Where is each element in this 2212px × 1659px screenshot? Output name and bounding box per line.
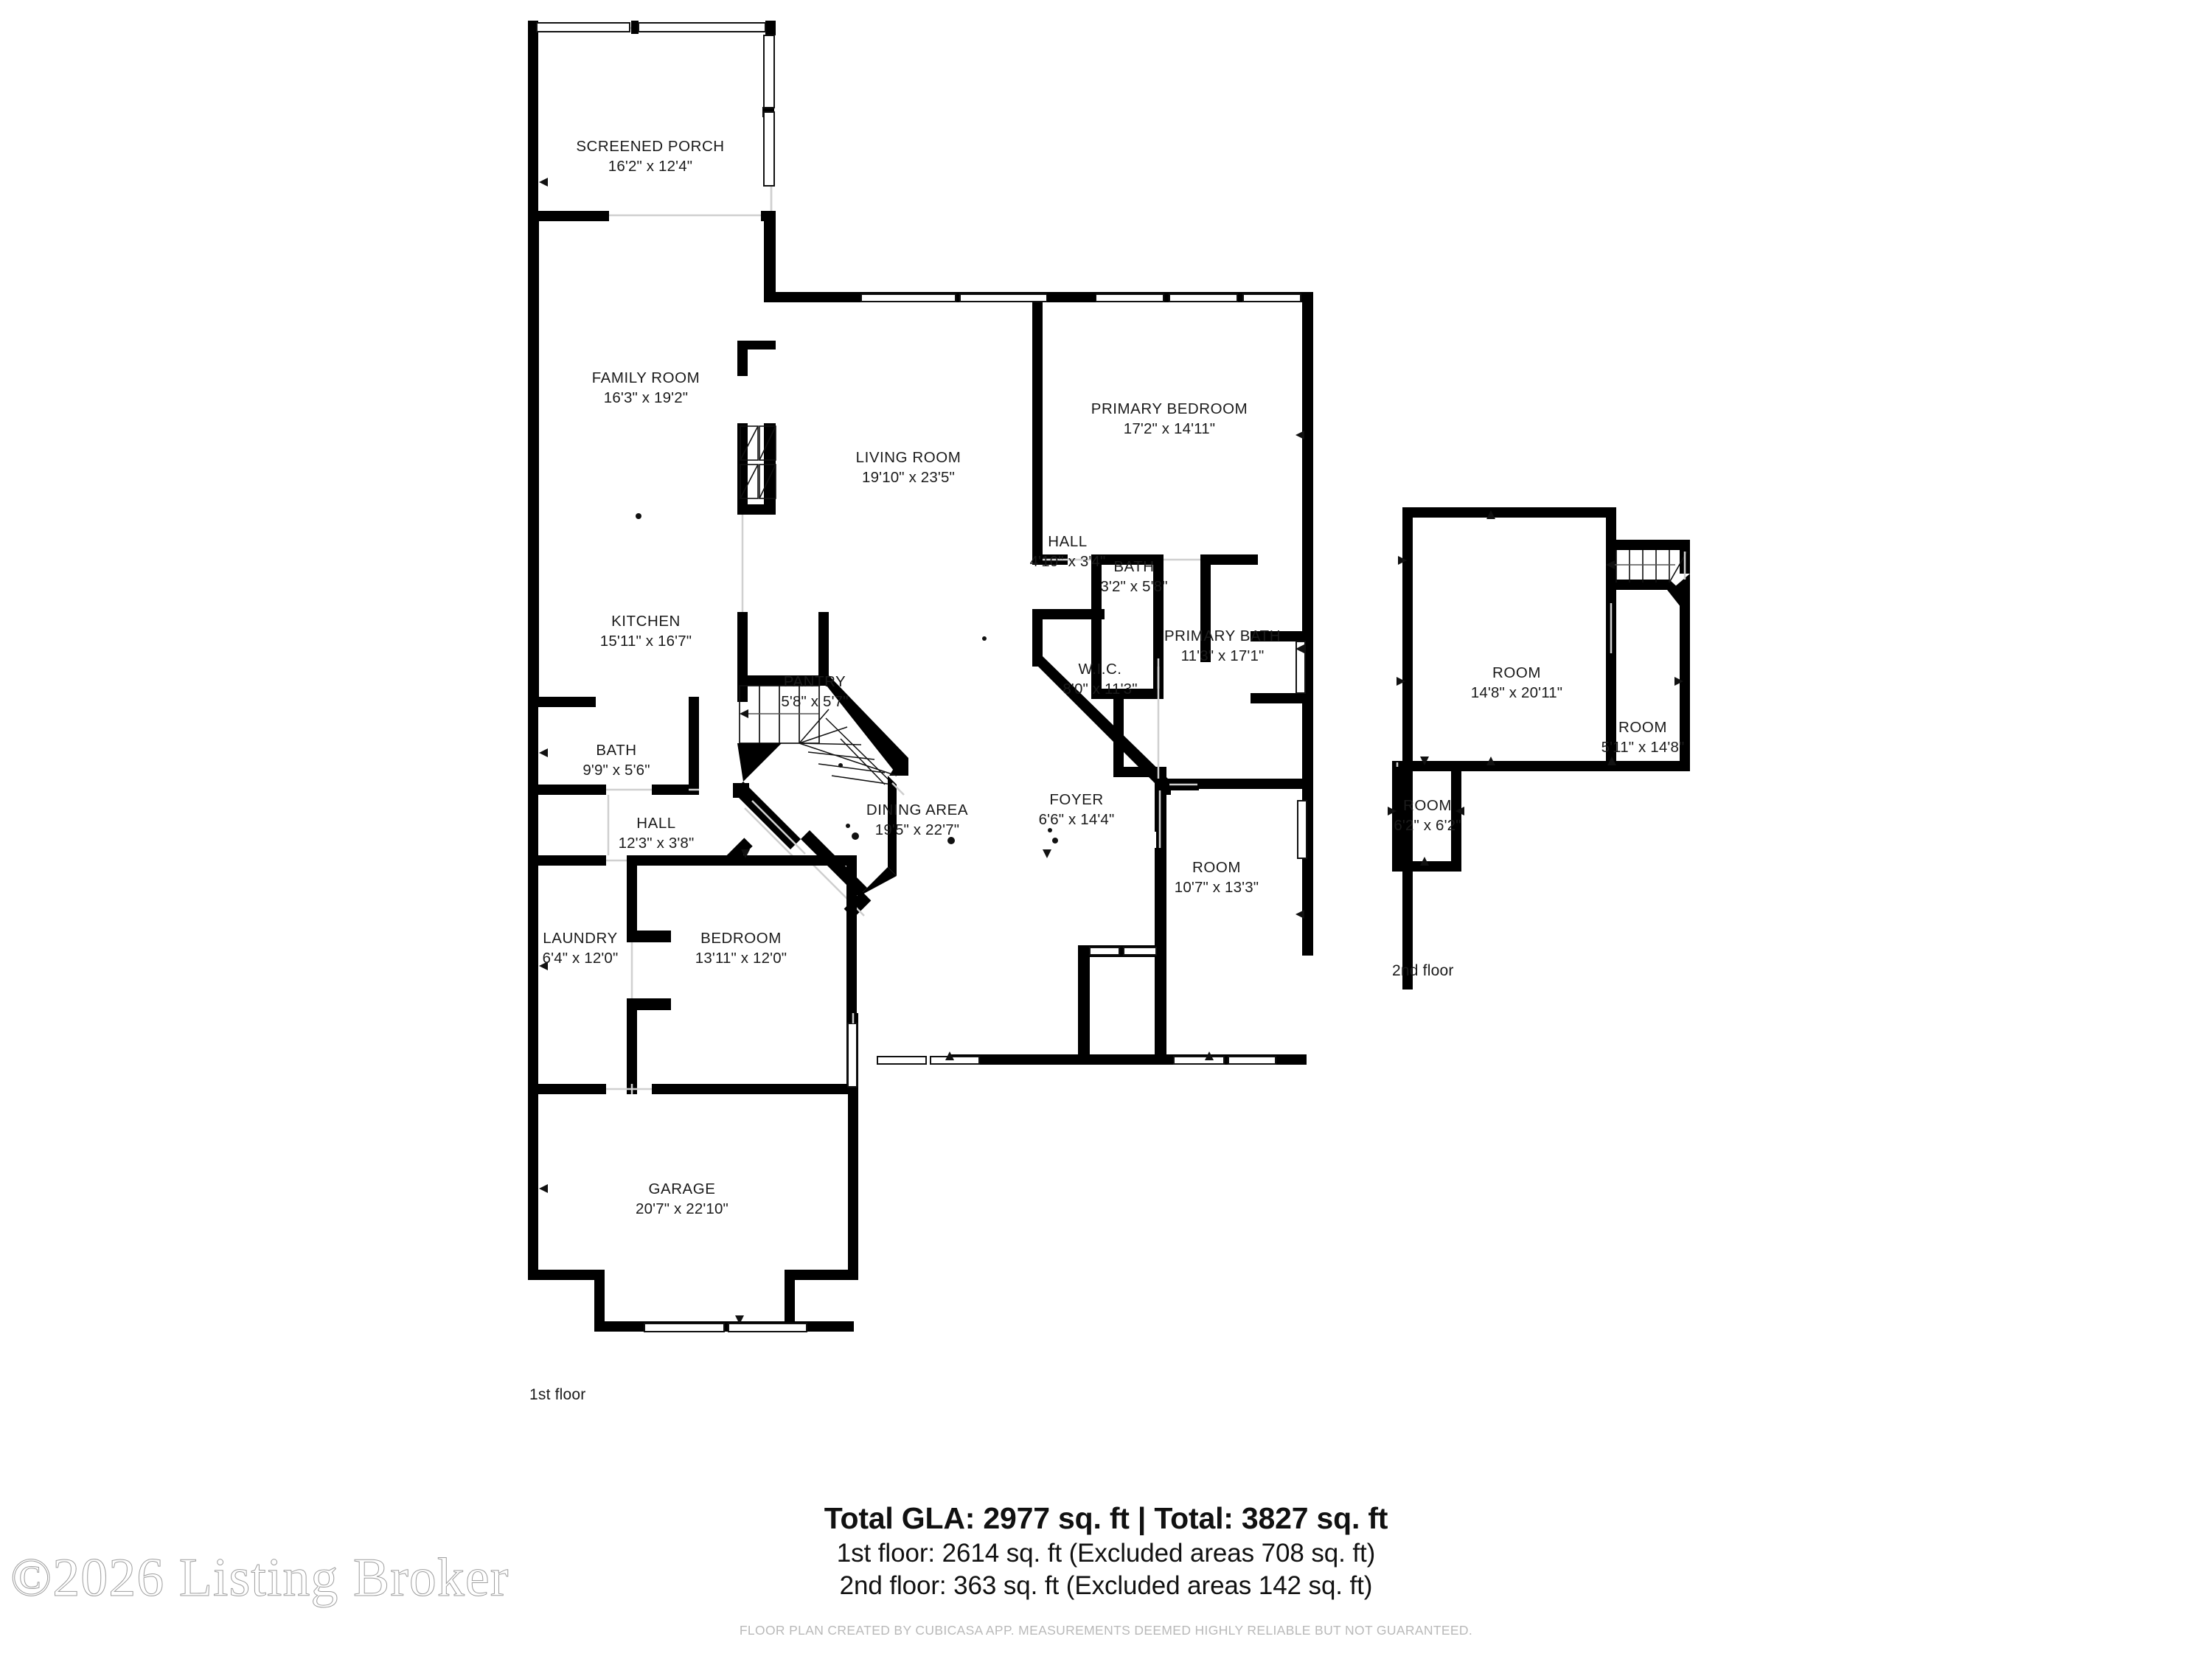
exterior-walls — [528, 211, 1313, 1332]
first-floor-area: 1st floor: 2614 sq. ft (Excluded areas 7… — [836, 1539, 1376, 1568]
garage-door — [644, 1323, 807, 1332]
door-openings — [1043, 558, 1208, 848]
summary-block: Total GLA: 2977 sq. ft | Total: 3827 sq.… — [0, 1501, 2212, 1638]
lower-left-door-openings — [606, 788, 699, 1094]
stair-enclosure-walls — [737, 612, 829, 702]
second-floor-openings — [1396, 552, 1686, 767]
first-floor-geometry — [528, 21, 1313, 1332]
second-floor-geometry — [1388, 507, 1690, 990]
porch-window-glazing — [536, 22, 775, 187]
fixture-dots — [636, 513, 1058, 844]
first-floor-caption: 1st floor — [529, 1386, 586, 1403]
copyright-watermark: ©2026 Listing Broker — [10, 1548, 509, 1609]
family-living-divider — [737, 341, 776, 612]
wall-direction-markers — [539, 178, 1304, 1324]
primary-bath-window — [1295, 641, 1306, 694]
staircase-second-floor — [1606, 550, 1688, 583]
second-floor-caption: 2nd floor — [1392, 962, 1454, 979]
staircase-first-floor — [737, 685, 820, 782]
bedroom-side-window — [847, 1023, 858, 1088]
second-floor-area: 2nd floor: 363 sq. ft (Excluded areas 14… — [839, 1571, 1373, 1600]
lower-left-walls — [528, 697, 857, 1094]
thin-wall-lines — [528, 27, 773, 217]
top-exterior-windows — [860, 292, 1301, 302]
primary-suite-walls — [1032, 302, 1305, 848]
screened-porch-walls — [528, 21, 776, 221]
foyer-and-room-walls — [951, 779, 1307, 1065]
disclaimer-text: FLOOR PLAN CREATED BY CUBICASA APP. MEAS… — [739, 1623, 1473, 1638]
pantry-and-winder-stairs — [726, 675, 908, 919]
lower-windows — [877, 800, 1307, 1065]
second-floor-markers — [1388, 510, 1683, 866]
total-gla-title: Total GLA: 2977 sq. ft | Total: 3827 sq.… — [824, 1501, 1388, 1535]
